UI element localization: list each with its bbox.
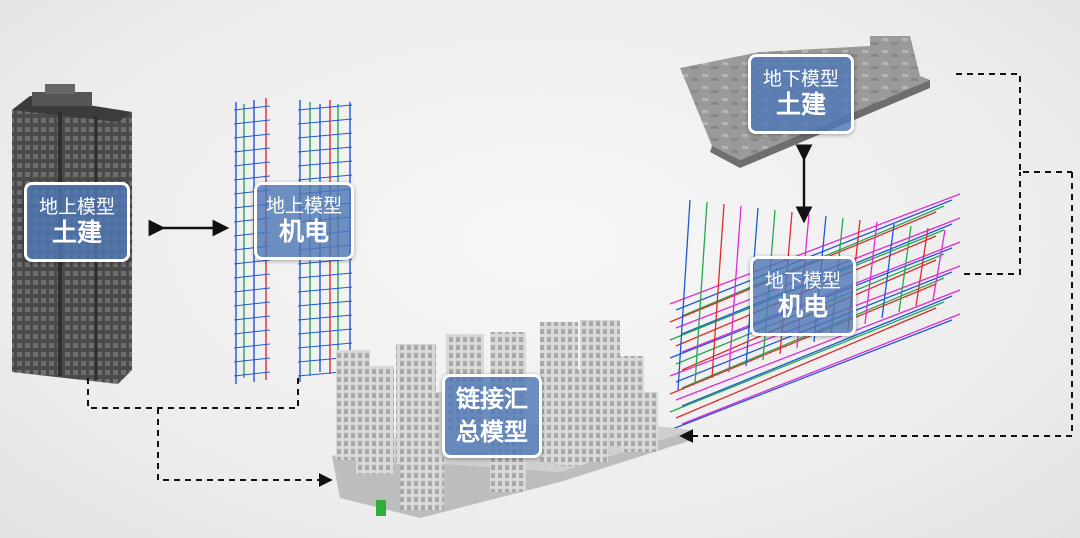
basement-mep-model (669, 193, 961, 431)
mep-floor-line (233, 342, 353, 349)
dashed-link-below-mep (964, 172, 1021, 275)
mep-pipe-line (694, 201, 708, 385)
label-below-mep: 地下模型 机电 (750, 256, 856, 336)
mep-floor-line (233, 286, 353, 293)
mep-floor-line (233, 314, 353, 321)
mep-pipe-line (681, 295, 953, 407)
label-below-mep-line2: 机电 (777, 292, 828, 321)
dashed-link-below-merge (679, 172, 1073, 443)
mep-floor-line (233, 328, 353, 335)
label-below-mep-line1: 地下模型 (764, 270, 841, 292)
mep-floor-line (233, 104, 353, 111)
mep-floor-line (233, 356, 353, 363)
dashed-link-above-merge (157, 408, 333, 487)
label-combined-line1: 链接汇 (456, 385, 528, 413)
label-above-mep-line2: 机电 (278, 217, 329, 246)
mep-pipe-line (915, 227, 929, 307)
label-combined-model: 链接汇 总模型 (442, 374, 542, 458)
label-above-mep: 地上模型 机电 (254, 182, 354, 260)
mep-pipe-line (675, 307, 937, 419)
mep-pipe-line (864, 221, 878, 325)
combined-site-model (332, 320, 692, 518)
mep-pipe-line (681, 313, 961, 425)
mep-floor-line (233, 272, 353, 279)
dashed-link-above-civil (87, 378, 299, 409)
mep-pipe-line (728, 205, 742, 373)
mep-floor-line (233, 370, 353, 377)
mep-pipe-line (898, 225, 912, 313)
mep-pipe-line (675, 199, 953, 311)
label-combined-line2: 总模型 (456, 418, 528, 446)
label-above-civil: 地上模型 土建 (24, 182, 130, 262)
mep-pipe-line (669, 319, 953, 431)
mep-pipe-line (669, 283, 937, 395)
label-above-civil-line2: 土建 (51, 218, 102, 247)
mep-pipe-line (932, 229, 946, 301)
label-above-mep-line1: 地上模型 (265, 195, 342, 217)
mep-floor-line (233, 174, 353, 181)
mep-floor-line (233, 146, 353, 153)
label-above-civil-line1: 地上模型 (38, 196, 115, 218)
label-below-civil: 地下模型 土建 (748, 54, 854, 134)
label-below-civil-line1: 地下模型 (762, 68, 839, 90)
mep-floor-line (233, 132, 353, 139)
label-below-civil-line2: 土建 (775, 90, 826, 119)
mep-pipe-line (669, 301, 945, 413)
mep-pipe-line (711, 203, 725, 379)
mep-floor-line (233, 160, 353, 167)
mep-floor-line (233, 300, 353, 307)
connector-lines (87, 73, 1073, 487)
dashed-link-below-civil (956, 73, 1072, 173)
mep-pipe-line (675, 289, 961, 401)
mep-pipe-line (881, 223, 895, 319)
mep-floor-line (233, 118, 353, 125)
mep-pipe-line (677, 199, 691, 391)
